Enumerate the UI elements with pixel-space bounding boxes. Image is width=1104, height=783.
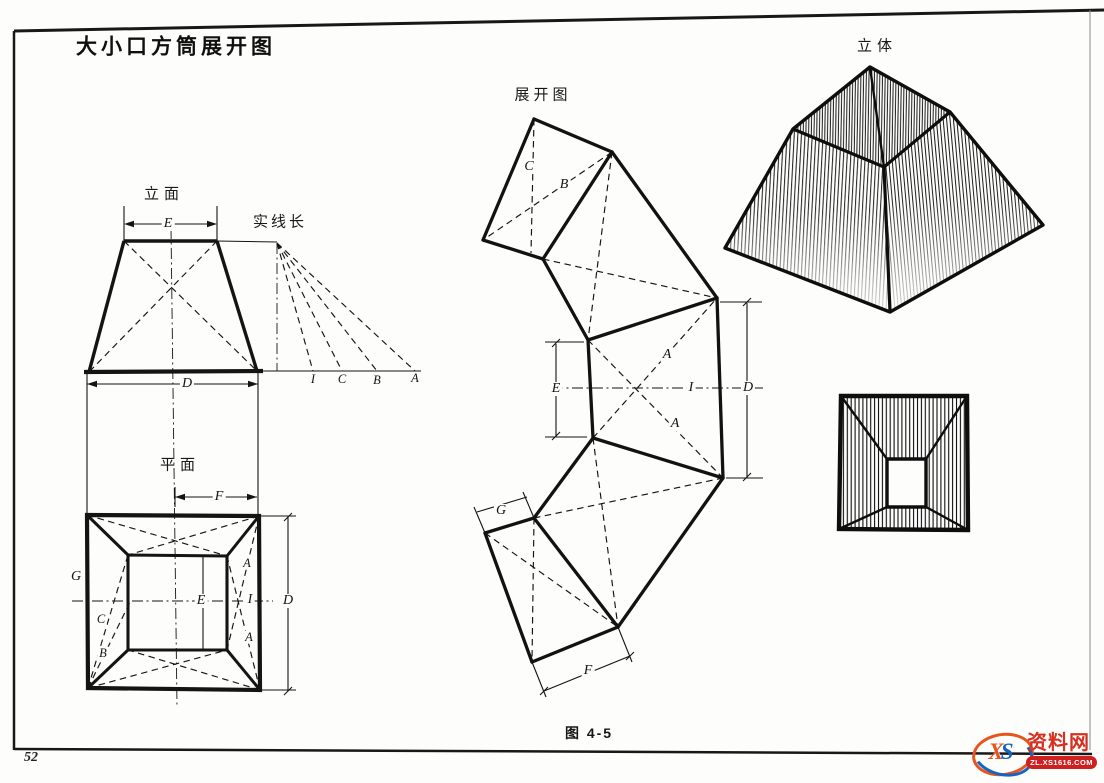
elevation-dim-d: D bbox=[179, 376, 195, 391]
dev-label-a-upper: A bbox=[660, 347, 674, 362]
dev-dim-f: F bbox=[581, 663, 595, 678]
plan-label-e: E bbox=[194, 593, 208, 608]
plan-label-a-lower: A bbox=[243, 629, 255, 644]
page-frame bbox=[12, 8, 1104, 756]
page-number: 52 bbox=[24, 750, 38, 765]
plan-label-g: G bbox=[70, 569, 82, 584]
plan-view bbox=[72, 487, 296, 696]
elevation-title: 立面 bbox=[143, 185, 185, 203]
development-pattern bbox=[473, 117, 764, 698]
dev-label-i: I bbox=[686, 380, 696, 395]
plan-label-a-upper: A bbox=[241, 555, 253, 570]
dev-label-c: C bbox=[522, 159, 536, 174]
development-title: 展开图 bbox=[514, 86, 572, 104]
watermark-x: X bbox=[988, 739, 1004, 764]
plan-label-b: B bbox=[97, 645, 109, 660]
fan-tick-b: B bbox=[373, 372, 381, 387]
dev-label-a-lower: A bbox=[668, 416, 682, 431]
watermark-url: ZL.XS1616.COM bbox=[1026, 756, 1097, 769]
solid-pictorial bbox=[723, 65, 1045, 314]
fan-tick-i: I bbox=[310, 371, 316, 386]
dev-dim-e: E bbox=[549, 381, 563, 396]
dev-dim-d: D bbox=[740, 380, 756, 395]
dev-label-b: B bbox=[557, 177, 571, 192]
plan-dim-f: F bbox=[212, 489, 226, 504]
dev-dim-g: G bbox=[493, 503, 509, 518]
plan-label-i: I bbox=[245, 592, 255, 607]
plan-label-c: C bbox=[94, 611, 108, 626]
solid-title: 立体 bbox=[856, 37, 898, 55]
figure-caption: 图 4-5 bbox=[564, 725, 614, 741]
fan-tick-c: C bbox=[337, 371, 347, 386]
elevation-view bbox=[83, 206, 421, 707]
plan-dim-d: D bbox=[280, 593, 296, 608]
fan-tick-a: A bbox=[411, 370, 419, 385]
page-title: 大小口方筒展开图 bbox=[76, 35, 276, 59]
watermark-site-name: 资料网 bbox=[1027, 732, 1090, 754]
plan-title: 平面 bbox=[159, 456, 201, 474]
watermark-xs-monogram: XS bbox=[974, 735, 1028, 769]
true-length-title: 实线长 bbox=[252, 213, 308, 231]
look-in-view bbox=[836, 393, 971, 533]
true-length-fan bbox=[276, 242, 416, 372]
watermark-s: S bbox=[1000, 739, 1014, 764]
elevation-dim-e: E bbox=[161, 216, 175, 231]
